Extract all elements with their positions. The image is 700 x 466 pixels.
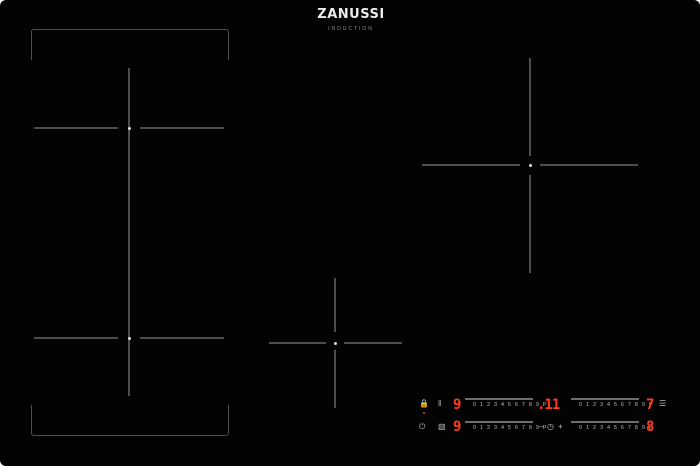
center-zone-marker-bottom [334,350,336,408]
front-left-power-display: 9 [453,419,462,435]
rear-left-power-display: 9 [453,397,462,413]
pause-icon[interactable]: ‖ [438,399,442,408]
rear-right-slider-track [571,398,639,400]
flex-zone-vertical-axis [128,68,130,396]
front-left-slider-scale: 0 1 2 3 4 5 6 7 8 9 P [473,425,548,431]
right-zone-marker-right [540,164,638,166]
right-zone-marker-left [422,164,520,166]
right-zone-marker-top [529,58,531,156]
hob2hood-icon[interactable]: ☰ [659,399,667,408]
plus-icon[interactable]: + [558,422,563,431]
minus-icon[interactable]: – [539,422,544,431]
front-left-zone-center [128,337,131,340]
rear-right-power-display: 7 [646,397,655,413]
front-left-power-slider[interactable]: 0 1 2 3 4 5 6 7 8 9 P [465,421,547,433]
right-zone-center [529,164,532,167]
timer-display: .11 [537,397,560,413]
rear-right-slider-scale: 0 1 2 3 4 5 6 7 8 9 P [579,402,654,408]
lock-icon[interactable]: 🔒 [419,399,429,408]
front-left-zone-marker-left [34,337,118,339]
rear-left-power-slider[interactable]: 0 1 2 3 4 5 6 7 8 9 P [465,398,547,410]
rear-left-zone-marker-right [140,127,224,129]
front-left-slider-track [465,421,533,423]
flex-zone-frame-top [31,29,229,60]
rear-left-zone-center [128,127,131,130]
rear-left-slider-track [465,398,533,400]
front-right-power-slider[interactable]: 0 1 2 3 4 5 6 7 8 9 P [571,421,653,433]
flex-zone-frame-bottom [31,405,229,436]
brand-logo: ZANUSSI [317,7,385,22]
rear-left-slider-scale: 0 1 2 3 4 5 6 7 8 9 P [473,402,548,408]
brand-subtitle: INDUCTION [328,26,374,32]
timer-icon[interactable]: ◷ [547,422,554,431]
front-right-slider-track [571,421,639,423]
rear-left-zone-marker-left [34,127,118,129]
rear-right-power-slider[interactable]: 0 1 2 3 4 5 6 7 8 9 P [571,398,653,410]
lock-indicator-led [423,412,425,414]
front-right-slider-scale: 0 1 2 3 4 5 6 7 8 9 P [579,425,654,431]
center-zone-marker-left [269,342,326,344]
front-right-power-display: 8 [646,419,655,435]
right-zone-marker-bottom [529,175,531,273]
power-icon[interactable]: ⏻ [419,422,426,431]
center-zone-marker-top [334,278,336,332]
center-zone-center [334,342,337,345]
front-left-zone-marker-right [140,337,224,339]
bridge-icon[interactable]: ▧ [438,422,446,431]
center-zone-marker-right [344,342,402,344]
